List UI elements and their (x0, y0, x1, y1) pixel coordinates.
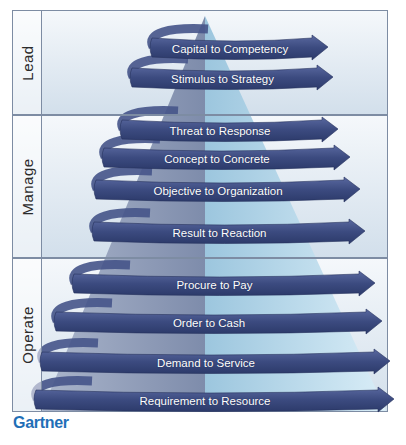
arrow-label: Requirement to Resource (32, 387, 394, 413)
band-background (12, 115, 388, 258)
spiral-arrow: Capital to Competency (148, 35, 328, 61)
arrow-label: Result to Reaction (90, 219, 365, 245)
logo-text: Gartner (13, 414, 69, 432)
arrow-label: Demand to Service (38, 349, 390, 375)
spiral-arrow: Requirement to Resource (32, 387, 394, 413)
arrow-label: Capital to Competency (148, 35, 328, 61)
band-label: Operate (19, 306, 36, 364)
spiral-arrow: Objective to Organization (92, 177, 360, 203)
arrow-label: Order to Cash (52, 309, 382, 335)
band-label: Lead (19, 45, 36, 80)
spiral-arrow: Result to Reaction (90, 219, 365, 245)
layer-band: Manage Threat to ResponseConcept to Concr… (12, 115, 388, 258)
arrow-label: Objective to Organization (92, 177, 360, 203)
layer-band: Operate Procure to PayOrder to CashDemand… (12, 258, 388, 412)
spiral-arrow: Stimulus to Strategy (128, 65, 333, 91)
band-label-column: Operate (13, 259, 42, 411)
band-label-column: Manage (13, 116, 42, 257)
arrow-label: Procure to Pay (70, 271, 375, 297)
arrow-label: Stimulus to Strategy (128, 65, 333, 91)
layer-band: Lead Capital to CompetencyStimulus to Str… (12, 10, 388, 115)
arrow-label: Concept to Concrete (100, 145, 350, 171)
band-label-column: Lead (13, 11, 42, 114)
spiral-arrow: Order to Cash (52, 309, 382, 335)
spiral-arrow: Threat to Response (118, 117, 338, 143)
spiral-arrow: Demand to Service (38, 349, 390, 375)
arrow-label: Threat to Response (118, 117, 338, 143)
band-label: Manage (19, 158, 36, 215)
spiral-arrow: Concept to Concrete (100, 145, 350, 171)
spiral-arrow: Procure to Pay (70, 271, 375, 297)
